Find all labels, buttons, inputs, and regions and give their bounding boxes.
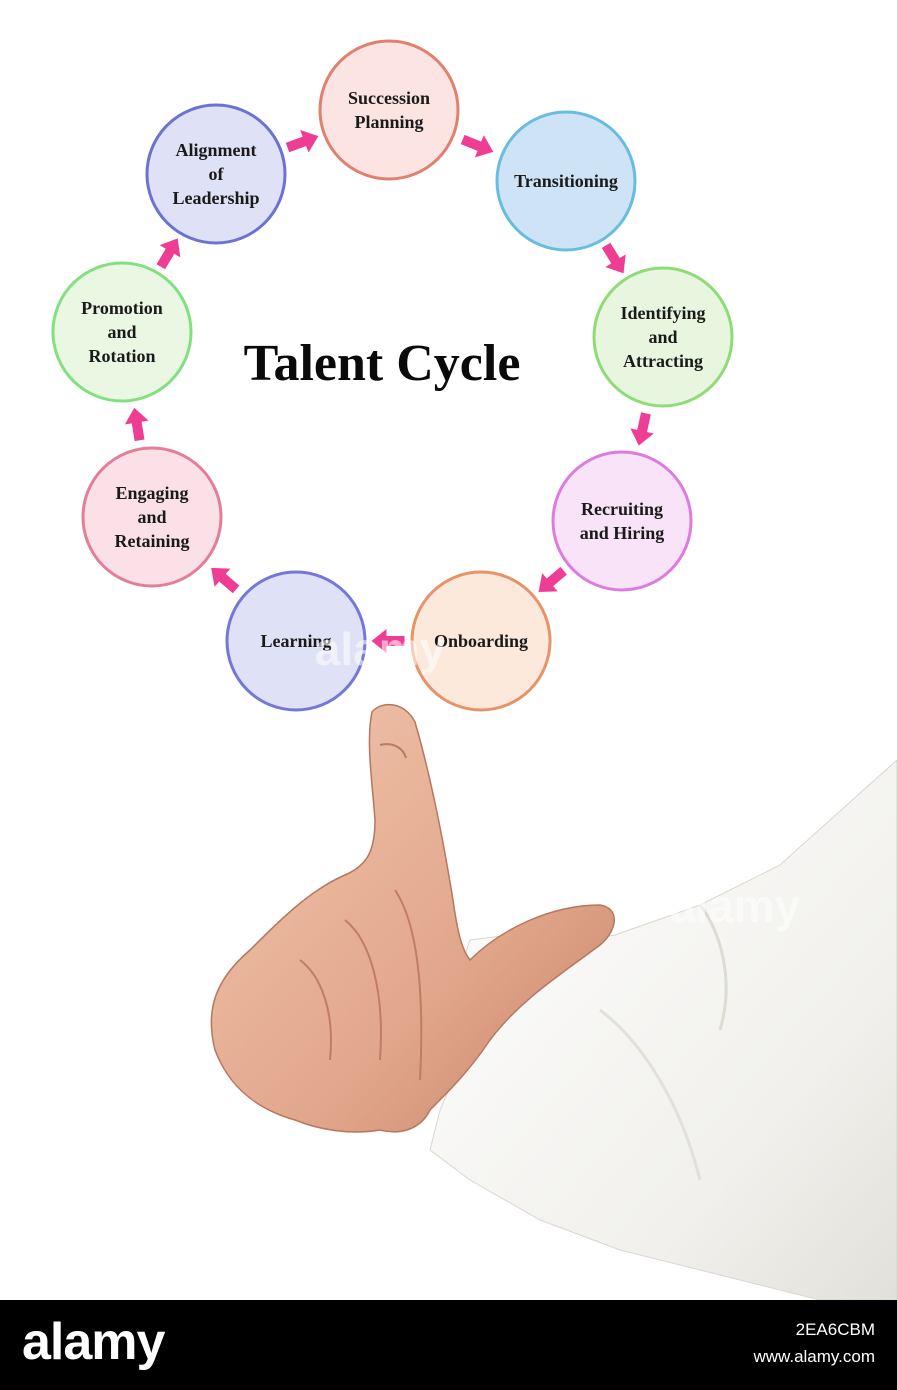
stage-circle xyxy=(225,570,367,712)
stage-label: Alignment xyxy=(176,140,257,160)
stage-node-recruiting-and-hiring: Recruiting and Hiring xyxy=(551,450,693,592)
watermark-text: alamy xyxy=(670,880,801,932)
cycle-arrow xyxy=(285,130,319,153)
stage-label: of xyxy=(209,164,225,184)
site-url: www.alamy.com xyxy=(753,1347,875,1366)
cycle-arrow xyxy=(124,407,149,442)
hand xyxy=(210,703,615,1133)
stage-label: and xyxy=(137,507,166,527)
stage-circle xyxy=(81,446,223,588)
cycle-arrow xyxy=(371,629,405,653)
stock-photo-footer: alamy 2EA6CBM www.alamy.com xyxy=(0,1300,897,1390)
stage-label: Engaging xyxy=(115,483,188,503)
stage-circle xyxy=(551,450,693,592)
stage-node-transitioning: Transitioning xyxy=(495,110,637,252)
stage-label: Transitioning xyxy=(514,171,618,191)
cycle-arrow xyxy=(460,134,494,158)
stage-label: Promotion xyxy=(81,298,163,318)
talent-cycle-diagram: SuccessionPlanningTransitioningIdentifyi… xyxy=(51,39,897,1300)
stage-label: Learning xyxy=(260,631,331,651)
stage-label: Onboarding xyxy=(434,631,528,651)
stage-label: Retaining xyxy=(114,531,189,551)
image-id: 2EA6CBM xyxy=(795,1320,875,1339)
stage-label: Planning xyxy=(354,112,423,132)
cycle-arrow xyxy=(630,412,654,446)
shirt-sleeve xyxy=(429,759,897,1300)
stage-label: Rotation xyxy=(89,346,156,366)
cycle-arrow xyxy=(156,238,181,270)
stage-label: Identifying xyxy=(620,303,705,323)
stage-circle xyxy=(318,39,460,181)
stage-label: Leadership xyxy=(172,188,259,208)
cycle-arrow xyxy=(538,566,567,593)
stage-label: Succession xyxy=(348,88,430,108)
alamy-logo: alamy xyxy=(22,1313,165,1371)
stage-label: and xyxy=(648,327,677,347)
watermark-text: alamy xyxy=(315,623,446,675)
cycle-arrow xyxy=(601,242,626,274)
pointing-hand-image xyxy=(210,703,897,1300)
stage-label: Recruiting xyxy=(581,499,663,519)
stage-circle xyxy=(592,266,734,408)
stage-circle xyxy=(145,103,287,245)
image-meta: 2EA6CBM www.alamy.com xyxy=(753,1316,875,1370)
stage-label: Attracting xyxy=(623,351,703,371)
stage-node-learning: Learning xyxy=(225,570,367,712)
stage-node-onboarding: Onboarding xyxy=(410,570,552,712)
cycle-nodes: SuccessionPlanningTransitioningIdentifyi… xyxy=(51,39,734,712)
cycle-arrows xyxy=(124,130,654,653)
stage-circle xyxy=(495,110,637,252)
stage-label: and xyxy=(107,322,136,342)
stage-label: and Hiring xyxy=(580,523,665,543)
stage-circle xyxy=(51,261,193,403)
cycle-arrow xyxy=(211,567,240,594)
diagram-title: Talent Cycle xyxy=(244,335,521,392)
stage-circle xyxy=(410,570,552,712)
